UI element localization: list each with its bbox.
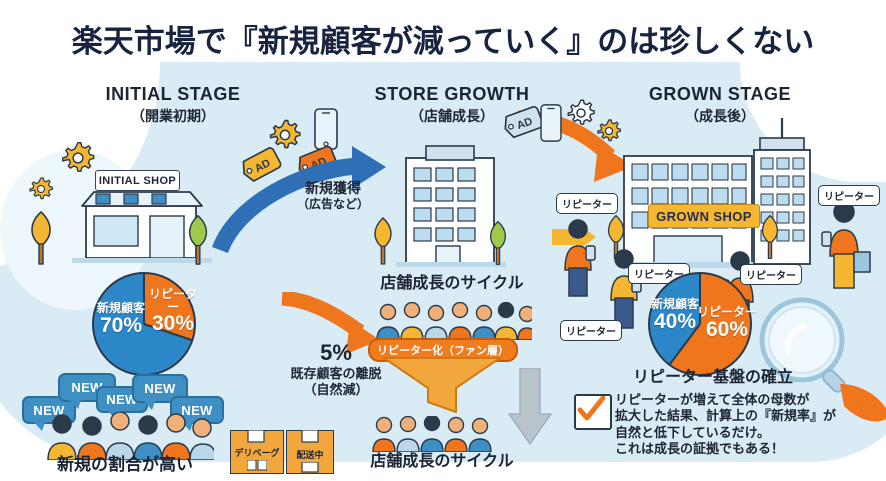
stage-title-jp: （成長後）	[685, 108, 755, 124]
new-bubble-label: NEW	[71, 380, 103, 395]
gear-icon	[269, 119, 301, 149]
gear-icon	[597, 119, 622, 142]
repeater-bubble: リピーター	[818, 185, 880, 206]
tree-icon	[761, 214, 779, 259]
callout-line-2: 拡大した結果、計算上の『新規率』が	[615, 408, 837, 424]
smartphone-icon	[540, 104, 562, 142]
repeater-bubble-label: リピーター	[746, 271, 796, 282]
new-bubble-label: NEW	[144, 381, 176, 396]
box-flap-icon-bottom	[301, 462, 319, 473]
pie-label-value: 60%	[705, 317, 749, 341]
repeater-bubble: リピーター	[556, 193, 618, 214]
tree-icon	[31, 210, 51, 265]
pie-dividers	[143, 274, 192, 341]
page-title: 楽天市場で『新規顧客が減っていく』のは珍しくない	[71, 24, 815, 59]
acquisition-label-line1: 新規獲得	[305, 180, 361, 196]
tree-icon	[188, 214, 208, 265]
new-bubble-label: NEW	[33, 402, 65, 418]
repeater-person-shopper	[821, 201, 871, 289]
sign-label: INITIAL SHOP	[98, 174, 177, 187]
tree-icon	[489, 220, 507, 265]
orange-corner-ribbon	[840, 384, 886, 422]
churn-label-line1: 既存顧客の離脱	[290, 366, 382, 381]
check-mark-icon	[577, 395, 606, 421]
background-bottom-strip	[0, 470, 886, 481]
repeater-bubble: リピーター	[560, 320, 622, 341]
delivery-box-left: デリベーグ	[230, 430, 284, 474]
cycle-label-bottom: 店舗成長のサイクル	[370, 453, 514, 470]
arrow-new-acquisition	[212, 146, 386, 254]
growth-building-illustration	[396, 145, 506, 267]
new-bubble-label: NEW	[181, 402, 213, 418]
cycle-label-top: 店舗成長のサイクル	[380, 275, 524, 292]
gear-icon	[567, 99, 595, 125]
repeater-person	[564, 219, 596, 297]
chart-initial-stage-pie: 新規顧客 70% リピーター 30%	[90, 272, 197, 376]
stage-header-initial: INITIAL STAGE （開業初期）	[78, 84, 268, 126]
repeater-bubble-label: リピーター	[824, 192, 874, 203]
funnel-people-group	[376, 302, 532, 340]
cycle-people-group	[372, 416, 492, 452]
pie-label-value: 40%	[653, 309, 697, 333]
callout-line-3: 自然と低下しているだけ。	[615, 424, 770, 440]
repeater-bubble-label: リピーター	[562, 200, 612, 211]
gear-icon	[61, 141, 95, 173]
new-customers-people-group	[47, 412, 214, 460]
pie-label-value: 30%	[151, 312, 195, 336]
grown-shop-sign: GROWN SHOP	[648, 204, 760, 228]
repeater-bubble: リピーター	[740, 264, 802, 285]
magnifier-icon	[759, 297, 846, 393]
stage-header-grown: GROWN STAGE （成長後）	[620, 84, 820, 126]
gear-icon	[29, 177, 53, 200]
funnel-pill-label: リピーター化（ファン層）	[377, 345, 509, 357]
chart-grown-stage-pie: 新規顧客 40% リピーター 60%	[648, 272, 757, 376]
churn-pct: 5%	[320, 340, 352, 365]
callout-line-1: リピーターが増えて全体の母数が	[615, 392, 810, 407]
box-flap-icon	[247, 430, 265, 443]
box-flap-icon	[301, 430, 319, 443]
stage-header-growth: STORE GROWTH （店舗成長）	[352, 84, 552, 126]
initial-shop-illustration	[72, 191, 212, 263]
arrow-cycle-down	[508, 368, 552, 446]
tree-icon	[374, 217, 392, 265]
repeater-bubble-label: リピーター	[566, 327, 616, 338]
pie-label-repeat: リピーター 30%	[144, 288, 202, 335]
pie-label-new: 新規顧客 70%	[90, 302, 152, 337]
ad-tag-icon: AD	[242, 147, 282, 182]
churn-label: 既存顧客の離脱 （自然減）	[266, 366, 406, 397]
churn-label-line2: （自然減）	[303, 381, 369, 397]
stage-title-jp: （開業初期）	[131, 108, 215, 124]
delivery-box-label: デリベーグ	[234, 448, 280, 458]
callout-text: リピーターが増えて全体の母数が 拡大した結果、計算上の『新規率』が 自然と低下し…	[615, 392, 881, 458]
new-bubble-label: NEW	[106, 392, 138, 407]
acquisition-label-line2: （広告など）	[296, 196, 369, 211]
sign-label: GROWN SHOP	[656, 208, 752, 224]
pie-label-name: 新規顧客	[650, 297, 699, 311]
pie-label-name: リピーター	[696, 305, 757, 319]
arrow-customer-churn	[281, 292, 380, 354]
new-ratio-label: 新規の割合が高い	[57, 455, 193, 474]
stage-title-en: INITIAL STAGE	[105, 84, 241, 104]
stage-title-en: GROWN STAGE	[648, 84, 792, 104]
acquisition-label: 新規獲得 （広告など）	[272, 180, 394, 211]
funnel-icon	[383, 357, 501, 413]
stage-title-en: STORE GROWTH	[374, 84, 530, 104]
repeat-base-label: リピーター基盤の確立	[632, 369, 793, 386]
pie-label-new: 新規顧客 40%	[644, 298, 706, 333]
callout-line-4: これは成長の証拠でもある！	[615, 441, 785, 457]
delivery-mini-icons	[247, 460, 267, 471]
pie-label-value: 70%	[99, 313, 143, 337]
pie-label-repeat: リピーター 60%	[696, 306, 758, 341]
initial-shop-sign: INITIAL SHOP	[95, 170, 180, 191]
delivery-box-label: 配送中	[296, 450, 324, 460]
delivery-box-right: 配送中	[286, 430, 334, 474]
pie-label-name: リピーター	[148, 287, 197, 314]
checkbox-icon	[574, 394, 612, 430]
pie-dividers	[669, 274, 701, 365]
svg-text:AD: AD	[515, 115, 534, 132]
repeater-bubble-label: リピーター	[634, 270, 684, 281]
stage-title-jp: （店舗成長）	[410, 108, 494, 124]
pie-label-name: 新規顧客	[96, 301, 145, 315]
